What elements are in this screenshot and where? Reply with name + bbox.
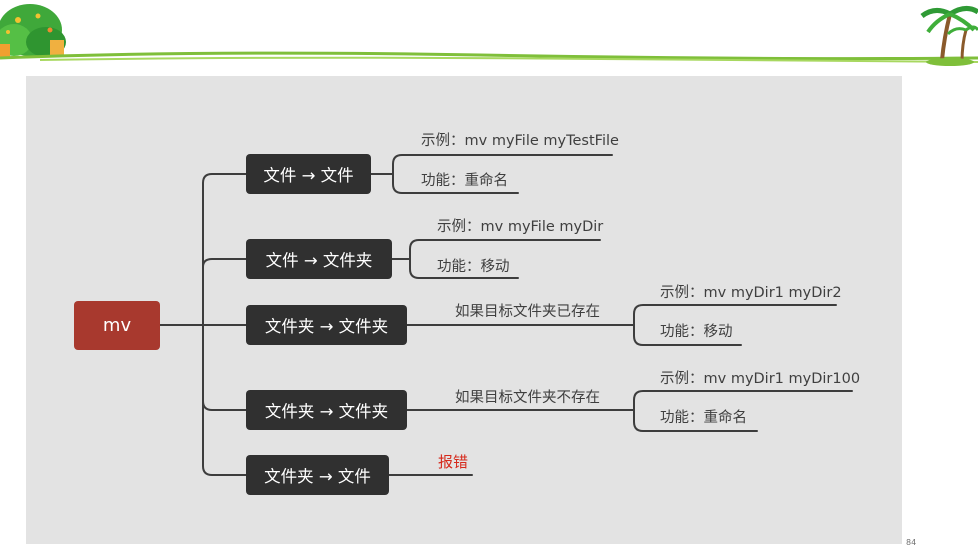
leaf-function-4: 功能：重命名: [660, 410, 747, 426]
branch-node-label: 文件夹 → 文件夹: [264, 402, 389, 421]
leaf-example-3: 示例：mv myDir1 myDir2: [660, 285, 842, 301]
slide-header-decoration: [0, 4, 978, 66]
branch-2-connector: [202, 258, 247, 268]
branch-node-dir-to-dir-not-exists: 文件夹 → 文件夹: [246, 390, 407, 430]
leaf-example-1: 示例：mv myFile myTestFile: [421, 133, 619, 149]
branch-node-label: 文件 → 文件夹: [265, 251, 373, 270]
condition-label-exists: 如果目标文件夹已存在: [455, 304, 600, 320]
error-label: 报错: [438, 453, 469, 471]
leaf-function-2: 功能：移动: [437, 259, 510, 275]
leaf-function-1: 功能：重命名: [421, 173, 508, 189]
leaf-example-2: 示例：mv myFile myDir: [437, 219, 604, 235]
palm-tree-icon: [920, 6, 978, 66]
branch-node-dir-to-dir-exists: 文件夹 → 文件夹: [246, 305, 407, 345]
root-node: mv: [74, 301, 160, 350]
leaf-3-bracket: [633, 304, 837, 346]
leaf-example-4: 示例：mv myDir1 myDir100: [660, 371, 861, 387]
leaf-2-bracket: [391, 239, 601, 279]
leaf-4-bracket: [633, 390, 853, 432]
bush-illustration-icon: [0, 4, 66, 58]
branch-node-label: 文件夹 → 文件: [264, 467, 371, 486]
branch-node-file-to-file: 文件 → 文件: [246, 154, 371, 194]
leaf-function-3: 功能：移动: [660, 324, 733, 340]
branch-node-label: 文件夹 → 文件夹: [264, 317, 389, 336]
trunk-connector: [202, 173, 247, 476]
root-node-label: mv: [102, 315, 132, 336]
branch-node-dir-to-file: 文件夹 → 文件: [246, 455, 389, 495]
branch-4-connector: [202, 400, 247, 411]
leaf-1-bracket: [370, 154, 613, 194]
condition-label-not-exists: 如果目标文件夹不存在: [455, 390, 600, 406]
branch-node-label: 文件 → 文件: [263, 166, 354, 185]
page-number: 84: [906, 538, 917, 547]
header-ground-line: [0, 51, 978, 61]
branch-node-file-to-dir: 文件 → 文件夹: [246, 239, 392, 279]
